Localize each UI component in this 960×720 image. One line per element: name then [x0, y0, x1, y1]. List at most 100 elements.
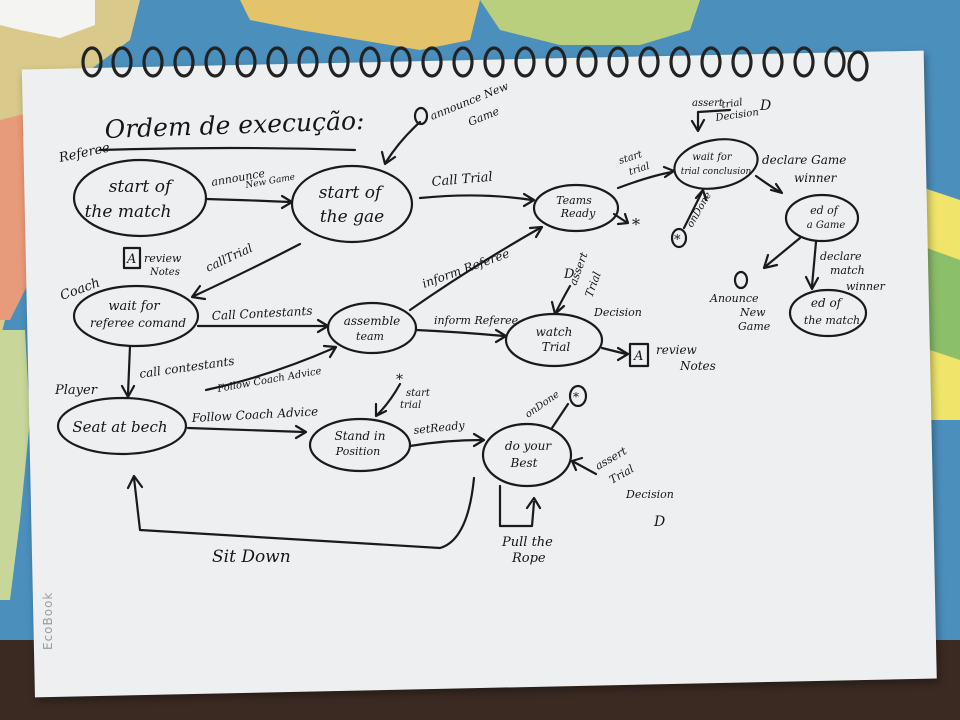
- label-call-contestants: Call Contestants: [211, 304, 312, 323]
- marker-star-1: *: [632, 215, 640, 234]
- state-assemble-team: assemble team: [326, 301, 418, 355]
- lane-label-referee: Referee: [57, 140, 112, 166]
- svg-text:Decision: Decision: [625, 488, 674, 501]
- svg-text:Game: Game: [738, 320, 771, 333]
- state-label: start of: [109, 177, 174, 197]
- label-call-contestants-down: call contestants: [138, 354, 235, 381]
- svg-text:review: review: [656, 343, 698, 357]
- marker-d-bottom: D: [653, 514, 665, 530]
- svg-text:declare: declare: [820, 250, 862, 263]
- marker-star-4: *: [568, 384, 588, 408]
- state-stand-in-position: Stand in Position: [308, 417, 412, 473]
- label-call-trial: Call Trial: [431, 170, 493, 190]
- svg-text:start: start: [406, 388, 431, 399]
- label-assert-trial-decision-mid: assert Trial Decision: [567, 250, 642, 319]
- state-wait-for-trial-conclusion: wait for trial conclusion: [673, 138, 759, 190]
- marker-a-box-right: A: [628, 342, 650, 368]
- state-label: ed of: [811, 296, 844, 310]
- svg-text:Rope: Rope: [511, 551, 546, 566]
- svg-text:A: A: [126, 252, 136, 267]
- state-label: ed of: [810, 204, 840, 217]
- svg-text:*: *: [573, 390, 579, 404]
- svg-text:declare Game: declare Game: [762, 153, 846, 167]
- svg-text:trial: trial: [721, 97, 743, 111]
- svg-text:*: *: [396, 372, 403, 388]
- marker-d-top: D: [759, 98, 771, 114]
- state-end-of-game: ed of a Game: [784, 193, 860, 243]
- state-label: watch: [536, 325, 573, 339]
- svg-text:Notes: Notes: [149, 267, 180, 278]
- state-teams-ready: Teams Ready: [532, 183, 620, 233]
- marker-star-3: *: [396, 372, 403, 388]
- svg-text:A: A: [633, 349, 643, 364]
- state-label: assemble: [344, 314, 401, 328]
- svg-text:D: D: [563, 267, 575, 282]
- marker-o-announce: [733, 270, 749, 290]
- svg-text:review: review: [144, 252, 182, 265]
- state-label: the match: [85, 202, 172, 222]
- label-pull-the-rope: Pull the Rope: [501, 535, 553, 566]
- state-label: referee comand: [90, 316, 186, 330]
- svg-text:*: *: [674, 233, 681, 248]
- title-underline: [98, 146, 357, 152]
- marker-a-box-top: A: [122, 246, 142, 270]
- svg-text:winner: winner: [794, 171, 838, 185]
- label-declare-game-winner: declare Game winner: [762, 153, 846, 185]
- svg-text:Decision: Decision: [593, 306, 642, 319]
- label-announce-new-game-top: announce New Game: [428, 79, 511, 128]
- svg-text:trial: trial: [400, 400, 421, 411]
- state-start-of-match: start of the match: [72, 158, 208, 238]
- lane-label-coach: Coach: [58, 276, 102, 304]
- state-label: team: [356, 330, 384, 343]
- state-label: Trial: [542, 340, 571, 354]
- label-start-trial-ref: start trial: [618, 149, 652, 178]
- svg-text:New: New: [739, 306, 766, 319]
- state-wait-for-referee-command: wait for referee comand: [72, 284, 200, 348]
- state-seat-at-bench: Seat at bech: [56, 396, 188, 456]
- label-review-notes-right: review Notes: [656, 343, 716, 373]
- state-label: Seat at bech: [72, 418, 167, 436]
- lane-label-player: Player: [54, 383, 98, 398]
- label-announce-new-game-bottom: Anounce New Game: [709, 292, 771, 333]
- state-label: do your: [505, 439, 552, 453]
- svg-text:Pull the: Pull the: [501, 535, 553, 550]
- label-review-notes-top: review Notes: [144, 252, 182, 278]
- label-assert-trial-decision-bottom: assert Trial Decision: [593, 444, 674, 501]
- label-set-ready: setReady: [413, 419, 466, 437]
- svg-text:D: D: [653, 514, 665, 530]
- label-start-trial-player: start trial: [400, 388, 431, 411]
- svg-text:Anounce: Anounce: [709, 292, 759, 305]
- label-on-done-player: onDone: [523, 389, 561, 420]
- state-label: start of: [319, 183, 384, 203]
- label-follow-coach-advice: Follow Coach Advice: [190, 404, 318, 425]
- state-label: Ready: [560, 207, 596, 220]
- svg-text:Trial: Trial: [583, 270, 604, 300]
- label-announce-new-game: announce New Game: [210, 167, 296, 191]
- svg-text:match: match: [830, 264, 865, 277]
- state-label: a Game: [807, 220, 846, 231]
- page-title: Ordem de execução:: [104, 106, 365, 144]
- state-label: the match: [804, 314, 860, 327]
- svg-text:winner: winner: [846, 280, 886, 293]
- spiral-binding: [81, 46, 869, 82]
- state-label: wait for: [692, 152, 733, 163]
- state-end-of-match: ed of the match: [788, 288, 868, 338]
- svg-text:D: D: [759, 98, 771, 114]
- state-label: Stand in: [335, 429, 386, 443]
- label-sit-down: Sit Down: [212, 547, 291, 567]
- marker-star-2: *: [670, 227, 688, 249]
- label-inform-referee: inform Referee: [434, 314, 519, 327]
- state-label: the gae: [320, 207, 384, 227]
- marker-d-mid: D: [563, 267, 575, 282]
- state-label: Position: [335, 445, 380, 458]
- label-inform-referee-up: inform Referee: [420, 246, 511, 291]
- state-start-of-game: start of the gae: [290, 164, 414, 244]
- state-label: Best: [510, 456, 538, 470]
- label-declare-match-winner: declare match winner: [820, 250, 886, 293]
- transition-arrows: [120, 108, 820, 550]
- brand-label: EcoBook: [41, 592, 55, 650]
- svg-text:Notes: Notes: [679, 359, 716, 373]
- label-follow-coach-advice-up: Follow Coach Advice: [216, 366, 323, 395]
- svg-text:*: *: [632, 215, 640, 234]
